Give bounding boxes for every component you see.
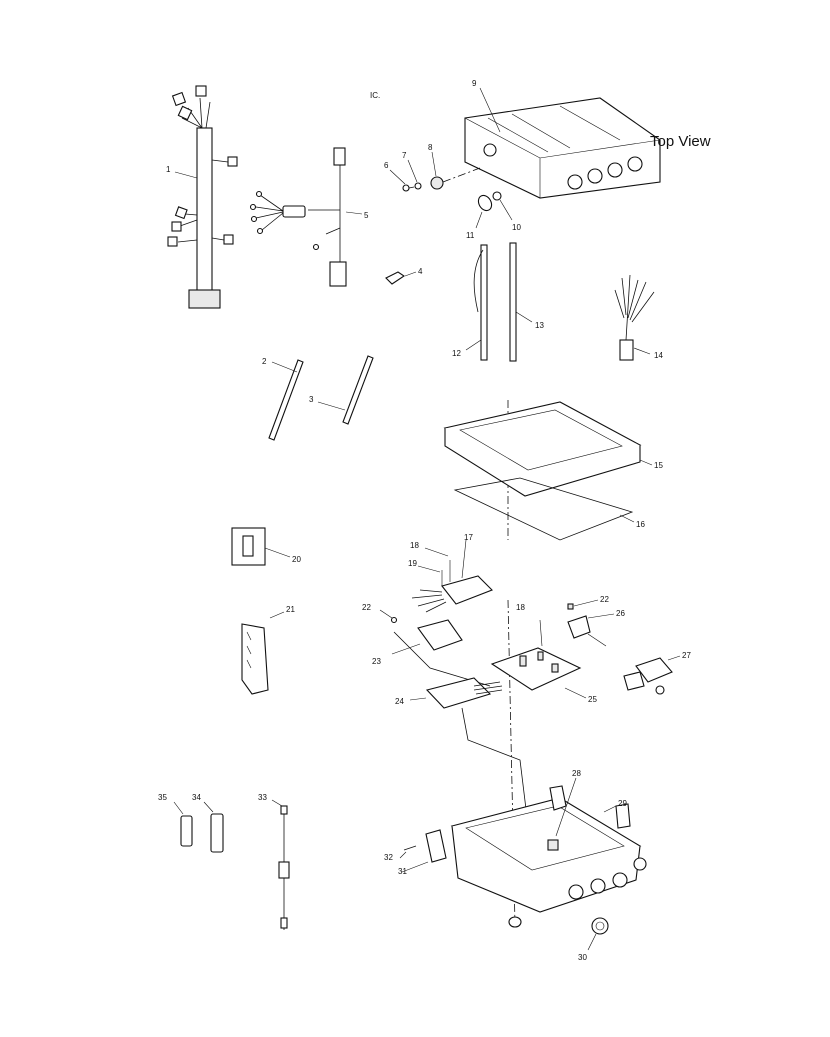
- part-34-fuse: 34: [192, 793, 224, 853]
- routing-cable-line: [461, 707, 531, 843]
- parts-6-7-8-fasteners: 6 7 8: [384, 143, 481, 192]
- part-5-sub-harness: 5: [249, 147, 369, 287]
- callout-16: 16: [636, 520, 645, 529]
- callout-20: 20: [292, 555, 301, 564]
- parts-22-26-clip: 22 26: [567, 595, 625, 647]
- callout-5: 5: [364, 211, 369, 220]
- callout-27: 27: [682, 651, 691, 660]
- callout-29: 29: [618, 799, 627, 808]
- parts-12-13-sleeves: 12 13: [452, 242, 544, 362]
- callout-30: 30: [578, 953, 587, 962]
- callout-18-upper: 18: [410, 541, 419, 550]
- part-29-base-housing: 29: [450, 785, 647, 913]
- part-20-label: 20: [231, 527, 301, 566]
- callout-23: 23: [372, 657, 381, 666]
- parts-22-23-fastener-plate: 22 23: [362, 603, 491, 687]
- callout-6: 6: [384, 161, 389, 170]
- callout-24: 24: [395, 697, 404, 706]
- callout-18-lower: 18: [516, 603, 525, 612]
- callout-14: 14: [654, 351, 663, 360]
- callout-34: 34: [192, 793, 201, 802]
- callout-7: 7: [402, 151, 407, 160]
- callout-10: 10: [512, 223, 521, 232]
- part-16-gasket: 16: [453, 477, 645, 541]
- callout-35: 35: [158, 793, 167, 802]
- part-28-terminal: 28: [547, 769, 581, 851]
- callout-13: 13: [535, 321, 544, 330]
- callout-22-left: 22: [362, 603, 371, 612]
- callout-32: 32: [384, 853, 393, 862]
- parts-17-18-19-module: 18 19 17: [408, 533, 493, 613]
- part-4-boot: 4: [385, 267, 423, 285]
- callout-26: 26: [616, 609, 625, 618]
- callout-11: 11: [466, 231, 475, 240]
- part-1-wiring-harness: 1: [166, 85, 238, 309]
- callout-19: 19: [408, 559, 417, 568]
- part-9-top-cover: 9: [464, 79, 661, 199]
- part-35-fuse: 35: [158, 793, 193, 847]
- callout-31: 31: [398, 867, 407, 876]
- top-view-label: Top View: [650, 133, 711, 150]
- callout-21: 21: [286, 605, 295, 614]
- part-21-bracket: 21: [241, 605, 295, 695]
- callout-2: 2: [262, 357, 267, 366]
- drain-plug: [508, 916, 522, 928]
- callout-15: 15: [654, 461, 663, 470]
- callout-33: 33: [258, 793, 267, 802]
- part-14-pigtail: 14: [614, 274, 663, 361]
- part-33-jumper-lead: 33: [258, 793, 290, 930]
- parts-24-25-boards: 18 24 25: [395, 603, 597, 709]
- callout-1: 1: [166, 165, 171, 174]
- callout-17: 17: [464, 533, 473, 542]
- parts-10-11-bulb-grommet: 10 11: [466, 191, 521, 240]
- callout-12: 12: [452, 349, 461, 358]
- callout-22-right: 22: [600, 595, 609, 604]
- callout-4: 4: [418, 267, 423, 276]
- callout-3: 3: [309, 395, 314, 404]
- callout-25: 25: [588, 695, 597, 704]
- part-27-connector: 27: [623, 651, 691, 695]
- part-30-cap: 30: [578, 917, 609, 962]
- callout-8: 8: [428, 143, 433, 152]
- callout-28: 28: [572, 769, 581, 778]
- parts-2-3-rods: 2 3: [262, 355, 374, 441]
- part-15-lid-frame: 15: [443, 401, 663, 497]
- parts-31-32-latch: 32 31: [384, 829, 447, 876]
- cropped-heading-fragment: IC.: [370, 91, 380, 100]
- callout-9: 9: [472, 79, 477, 88]
